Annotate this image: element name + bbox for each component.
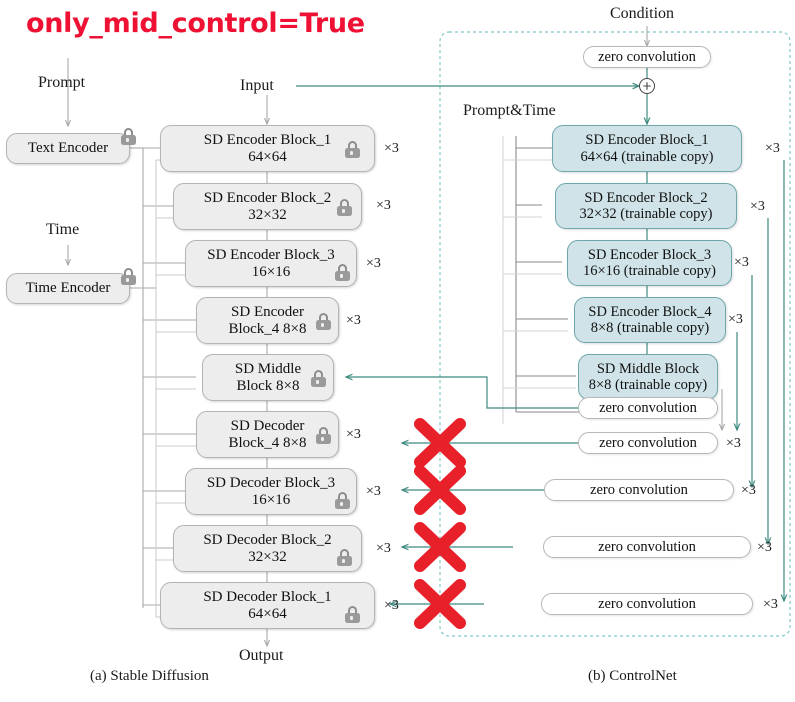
lock-icon	[344, 606, 360, 623]
node-line-2: Block_4 8×8	[228, 434, 307, 451]
multiplier-zero-conv-1: ×3	[726, 436, 741, 451]
node-sd-encoder-block-1[interactable]: SD Encoder Block_1 64×64	[160, 125, 375, 172]
node-line-2: 64×64	[248, 605, 287, 622]
node-text-encoder-label: Text Encoder	[27, 140, 109, 157]
red-cross-icon	[414, 465, 466, 515]
red-cross-icon	[414, 418, 466, 468]
zero-conv-3[interactable]: zero convolution	[543, 536, 751, 558]
red-cross-icon	[414, 579, 466, 629]
multiplier-cn-encoder-2: ×3	[750, 199, 765, 214]
multiplier-sd-decoder-1: ×3	[384, 598, 399, 613]
node-line-2: 32×32	[248, 206, 287, 223]
lock-icon	[310, 370, 326, 387]
node-line-2: 16×16 (trainable copy)	[583, 263, 716, 279]
caption-stable-diffusion: (a) Stable Diffusion	[90, 668, 209, 684]
node-line-1: SD Decoder	[230, 417, 305, 434]
label-output: Output	[239, 647, 284, 664]
node-line-1: SD Encoder	[231, 303, 304, 320]
node-line-2: Block_4 8×8	[228, 320, 307, 337]
zero-conv-2[interactable]: zero convolution	[544, 479, 734, 501]
node-line-1: SD Encoder Block_1	[203, 131, 332, 148]
node-sd-middle-block[interactable]: SD Middle Block 8×8	[202, 354, 334, 401]
lock-icon	[344, 141, 360, 158]
node-cn-encoder-block-3[interactable]: SD Encoder Block_3 16×16 (trainable copy…	[567, 240, 732, 286]
lock-icon	[334, 492, 350, 509]
node-cn-encoder-block-4[interactable]: SD Encoder Block_4 8×8 (trainable copy)	[574, 297, 726, 343]
lock-icon	[334, 264, 350, 281]
zero-conv-4[interactable]: zero convolution	[541, 593, 753, 615]
multiplier-cn-encoder-4: ×3	[728, 312, 743, 327]
multiplier-zero-conv-2: ×3	[741, 483, 756, 498]
lock-icon	[315, 427, 331, 444]
label-time: Time	[46, 221, 80, 238]
multiplier-cn-encoder-1: ×3	[765, 141, 780, 156]
node-line-1: SD Middle Block	[596, 360, 700, 377]
plus-icon	[639, 78, 656, 95]
multiplier-sd-encoder-2: ×3	[376, 198, 391, 213]
zero-conv-top[interactable]: zero convolution	[583, 46, 711, 68]
node-line-2: 64×64 (trainable copy)	[580, 148, 714, 165]
node-line-1: SD Encoder Block_4	[588, 303, 712, 320]
node-text-encoder[interactable]: Text Encoder	[6, 128, 136, 164]
label-input: Input	[240, 77, 274, 94]
multiplier-zero-conv-3: ×3	[757, 540, 772, 555]
node-line-2: 32×32	[248, 548, 287, 565]
label-prompt-time: Prompt&Time	[463, 102, 556, 119]
node-time-encoder[interactable]: Time Encoder	[6, 268, 136, 304]
node-line-1: SD Encoder Block_3	[207, 246, 335, 263]
node-sd-decoder-block-4[interactable]: SD Decoder Block_4 8×8	[196, 411, 339, 458]
node-sd-decoder-block-1[interactable]: SD Decoder Block_1 64×64	[160, 582, 375, 629]
node-line-2: 16×16	[251, 491, 291, 508]
node-line-2: 64×64	[248, 148, 287, 165]
multiplier-sd-decoder-4: ×3	[346, 427, 361, 442]
lock-icon	[315, 313, 331, 330]
node-sd-decoder-block-2[interactable]: SD Decoder Block_2 32×32	[173, 525, 362, 572]
multiplier-sd-decoder-2: ×3	[376, 541, 391, 556]
node-sd-encoder-block-4[interactable]: SD Encoder Block_4 8×8	[196, 297, 339, 344]
label-prompt: Prompt	[38, 74, 86, 91]
multiplier-sd-encoder-4: ×3	[346, 313, 361, 328]
multiplier-sd-encoder-1: ×3	[384, 141, 399, 156]
node-line-2: 32×32 (trainable copy)	[579, 206, 713, 222]
node-line-1: SD Encoder Block_1	[585, 132, 709, 149]
node-line-1: SD Encoder Block_2	[584, 189, 708, 206]
lock-icon	[120, 268, 136, 285]
caption-controlnet: (b) ControlNet	[588, 668, 677, 684]
node-time-encoder-label: Time Encoder	[25, 280, 111, 297]
label-condition: Condition	[610, 5, 675, 22]
node-line-2: 8×8 (trainable copy)	[590, 320, 710, 336]
multiplier-sd-encoder-3: ×3	[366, 256, 381, 271]
node-line-1: SD Encoder Block_3	[587, 246, 712, 263]
lock-icon	[336, 199, 352, 216]
multiplier-zero-conv-4: ×3	[763, 597, 778, 612]
node-line-1: SD Encoder Block_2	[203, 189, 332, 206]
node-line-2: 8×8 (trainable copy)	[588, 377, 708, 393]
node-line-1: SD Decoder Block_3	[206, 474, 336, 491]
multiplier-sd-decoder-3: ×3	[366, 484, 381, 499]
node-sd-encoder-block-2[interactable]: SD Encoder Block_2 32×32	[173, 183, 362, 230]
node-sd-encoder-block-3[interactable]: SD Encoder Block_3 16×16	[185, 240, 357, 287]
multiplier-cn-encoder-3: ×3	[734, 255, 749, 270]
node-line-1: SD Middle	[234, 360, 302, 377]
node-cn-middle-block[interactable]: SD Middle Block 8×8 (trainable copy)	[578, 354, 718, 400]
node-line-2: 16×16	[251, 263, 291, 280]
zero-conv-middle[interactable]: zero convolution	[578, 397, 718, 419]
node-cn-encoder-block-2[interactable]: SD Encoder Block_2 32×32 (trainable copy…	[555, 183, 737, 229]
red-cross-icon	[414, 522, 466, 572]
zero-conv-1[interactable]: zero convolution	[578, 432, 718, 454]
node-line-1: SD Decoder Block_2	[203, 531, 332, 548]
node-line-1: SD Decoder Block_1	[203, 588, 332, 605]
page-title: only_mid_control=True	[26, 8, 365, 39]
node-cn-encoder-block-1[interactable]: SD Encoder Block_1 64×64 (trainable copy…	[552, 125, 742, 172]
node-line-2: Block 8×8	[236, 377, 300, 394]
lock-icon	[120, 128, 136, 145]
lock-icon	[336, 549, 352, 566]
node-sd-decoder-block-3[interactable]: SD Decoder Block_3 16×16	[185, 468, 357, 515]
